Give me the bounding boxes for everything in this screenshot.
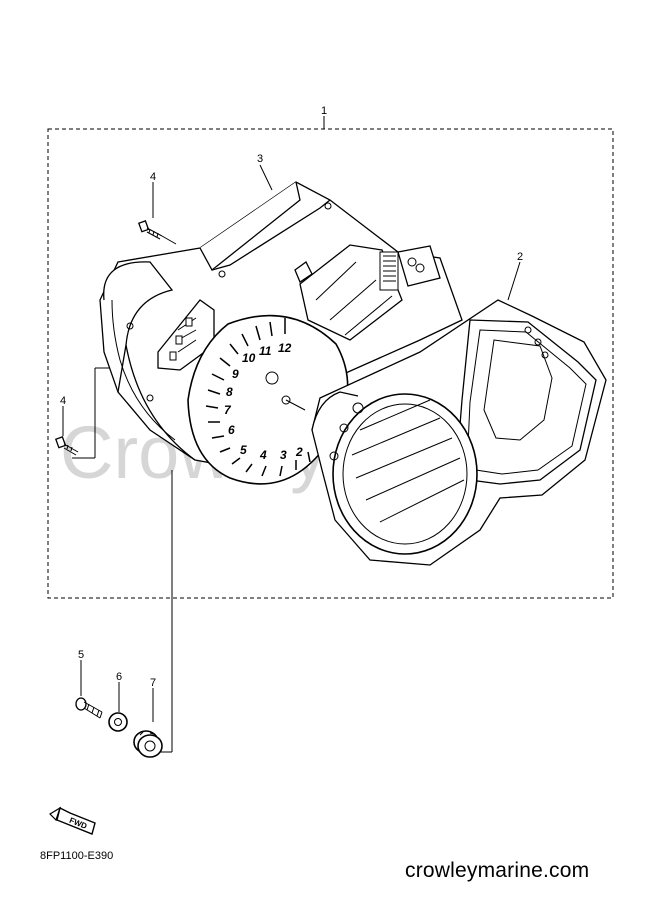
tach-label-6: 6 (228, 423, 235, 437)
tach-label-2: 2 (295, 445, 303, 459)
screw-5 (75, 697, 103, 719)
tach-label-9: 9 (232, 367, 239, 381)
tach-label-7: 7 (224, 403, 232, 417)
fwd-arrow-icon: FWD (49, 806, 96, 835)
callout-6: 6 (116, 671, 122, 683)
tach-label-3: 3 (280, 448, 287, 462)
diagram-code: 8FP1100-E390 (40, 850, 114, 862)
tach-label-10: 10 (242, 351, 256, 365)
callout-7: 7 (150, 677, 156, 689)
screw-top (137, 220, 177, 245)
tach-label-5: 5 (240, 443, 247, 457)
washer-6 (108, 712, 128, 732)
tach-label-8: 8 (226, 385, 233, 399)
callout-4-top: 4 (150, 171, 156, 183)
leader-lines (62, 116, 521, 753)
callout-2: 2 (517, 251, 523, 263)
front-cover (311, 299, 607, 566)
callout-1: 1 (321, 105, 327, 117)
callout-3: 3 (257, 153, 263, 165)
tach-label-12: 12 (278, 341, 292, 355)
screw-left (54, 436, 79, 456)
callout-4-left: 4 (60, 395, 66, 407)
site-watermark: crowleymarine.com (405, 859, 590, 882)
tach-label-4: 4 (259, 448, 267, 462)
callout-5: 5 (78, 649, 84, 661)
assembly-boundary (47, 128, 614, 599)
grommet-7 (133, 730, 163, 758)
tachometer-dial: 12 11 10 9 8 7 6 5 4 3 2 (187, 314, 349, 485)
tach-label-11: 11 (259, 344, 272, 358)
tach-ticks (205, 318, 311, 477)
